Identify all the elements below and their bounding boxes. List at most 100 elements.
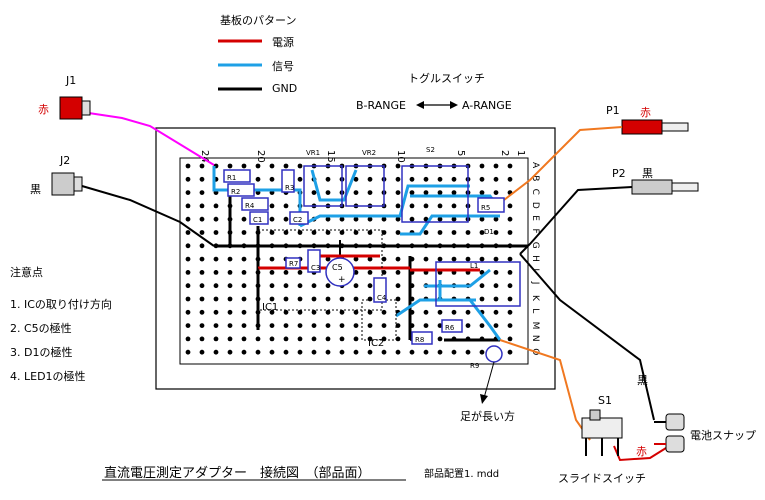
ic2-label: IC2 xyxy=(368,338,384,349)
board-hole xyxy=(199,256,205,262)
board-hole xyxy=(409,176,415,182)
board-hole xyxy=(297,309,303,315)
board-hole xyxy=(213,323,219,328)
board-hole xyxy=(185,270,191,275)
board-hole xyxy=(213,349,219,355)
file-name: 部品配置1. mdd xyxy=(424,469,500,480)
board-hole xyxy=(423,176,429,182)
row-label: M xyxy=(530,322,540,330)
board-hole xyxy=(269,270,275,275)
p2-wire xyxy=(519,186,633,255)
ic1-outline xyxy=(257,229,383,311)
board-hole xyxy=(199,176,205,182)
board-hole xyxy=(297,270,303,275)
board-inner xyxy=(179,157,529,365)
l1-outline xyxy=(435,261,521,307)
board-hole xyxy=(213,203,219,209)
board-hole xyxy=(325,323,331,328)
r5-part xyxy=(477,197,505,213)
board-hole xyxy=(213,309,219,315)
board-hole xyxy=(241,163,247,169)
r3-label: R3 xyxy=(285,184,294,192)
board-hole xyxy=(199,163,205,169)
board-hole xyxy=(451,176,457,182)
board-hole xyxy=(437,256,443,262)
column-label: 2 xyxy=(499,150,510,156)
board-hole xyxy=(213,270,219,275)
board-hole xyxy=(241,309,247,315)
board-hole xyxy=(185,243,191,249)
toggle-arrow-left xyxy=(416,101,424,109)
board-hole xyxy=(507,230,513,235)
board-hole xyxy=(199,283,205,289)
board-hole xyxy=(297,323,303,328)
board-hole xyxy=(297,230,303,235)
board-hole xyxy=(325,256,331,262)
board-hole xyxy=(451,216,457,222)
board-hole xyxy=(283,323,289,328)
c1-label: C1 xyxy=(253,216,262,224)
board-hole xyxy=(353,230,359,235)
board-hole xyxy=(381,256,387,262)
board-hole xyxy=(437,309,443,315)
board-hole xyxy=(381,230,387,235)
board-hole xyxy=(241,296,247,302)
board-hole xyxy=(199,216,205,222)
board-hole xyxy=(465,349,471,355)
slide-switch-label: スライドスイッチ xyxy=(558,472,646,485)
battery-black-label: 黒 xyxy=(637,374,648,387)
s2-label: S2 xyxy=(426,146,435,154)
board-hole xyxy=(423,309,429,315)
board-hole xyxy=(297,283,303,289)
board-hole xyxy=(311,349,317,355)
board-hole xyxy=(395,216,401,222)
board-hole xyxy=(507,323,513,328)
board-hole xyxy=(395,203,401,209)
board-hole xyxy=(199,323,205,328)
board-hole xyxy=(395,256,401,262)
c2-part xyxy=(289,211,309,225)
r8-label: R8 xyxy=(415,336,424,344)
c2-label: C2 xyxy=(293,216,302,224)
board-hole xyxy=(283,163,289,169)
board-hole xyxy=(395,176,401,182)
board-hole xyxy=(185,349,191,355)
board-hole xyxy=(437,323,443,328)
j1-jack-tip xyxy=(81,100,91,116)
board-hole xyxy=(297,349,303,355)
ic1-label: IC1 xyxy=(262,302,278,313)
board-hole xyxy=(185,256,191,262)
note-item: 4. LED1の極性 xyxy=(10,370,86,383)
board-hole xyxy=(381,323,387,328)
r2-part xyxy=(227,183,255,197)
vr1-outline xyxy=(303,165,343,207)
board-hole xyxy=(185,176,191,182)
j1-jack xyxy=(59,96,83,120)
board-hole xyxy=(451,349,457,355)
battery-snap-top xyxy=(665,413,685,431)
legend-power-label: 電源 xyxy=(272,36,294,49)
board-hole xyxy=(311,309,317,315)
signal-trace xyxy=(310,169,358,202)
c5-capacitor xyxy=(325,257,355,287)
board-hole xyxy=(199,336,205,342)
c3-label: C3 xyxy=(311,264,320,272)
board-hole xyxy=(213,256,219,262)
foot-label: 足が長い方 xyxy=(460,410,515,423)
board-hole xyxy=(297,336,303,342)
row-label: G xyxy=(530,242,540,249)
signal-trace xyxy=(299,184,470,228)
board-hole xyxy=(213,283,219,289)
board-hole xyxy=(185,336,191,342)
board-hole xyxy=(507,336,513,342)
board-hole xyxy=(269,230,275,235)
board-hole xyxy=(227,163,233,169)
board-hole xyxy=(493,230,499,235)
toggle-title: トグルスイッチ xyxy=(408,72,485,85)
board-hole xyxy=(479,283,485,289)
led-pointer xyxy=(483,361,495,399)
row-label: C xyxy=(530,189,540,195)
board-hole xyxy=(185,190,191,196)
board-hole xyxy=(395,190,401,196)
legend-title: 基板のパターン xyxy=(220,14,297,27)
